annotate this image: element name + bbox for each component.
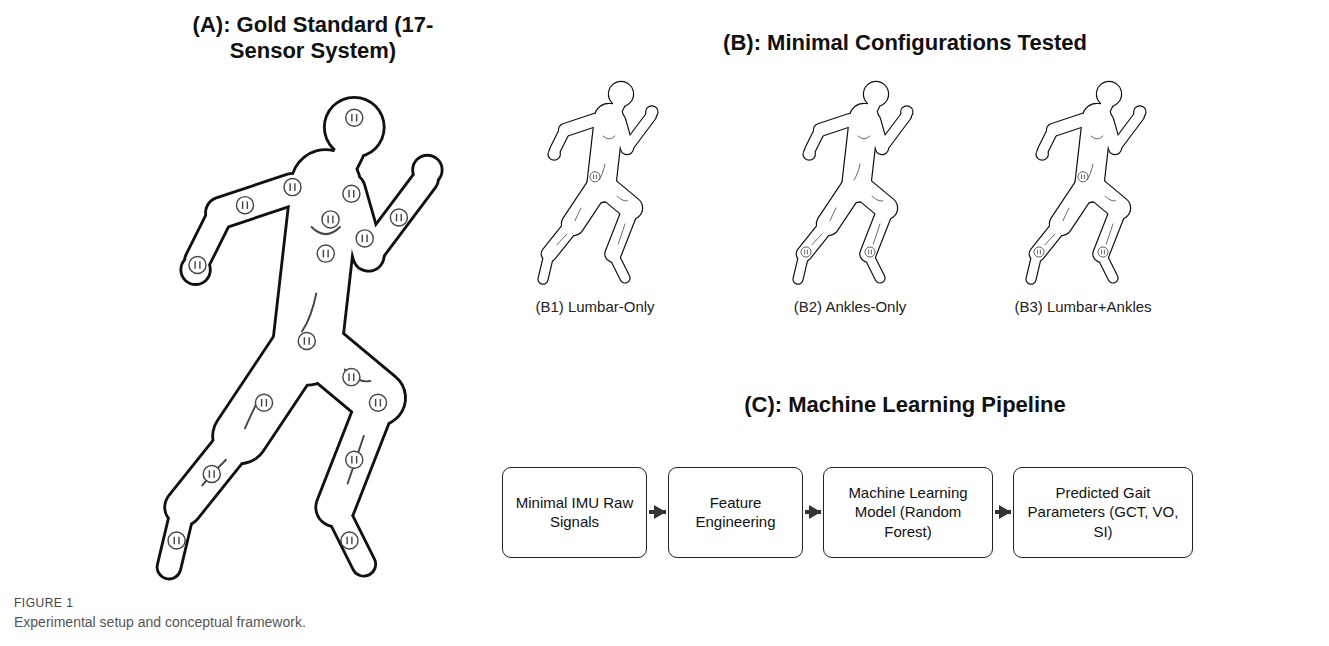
configuration-label: (B3) Lumbar+Ankles: [983, 298, 1183, 316]
step-text: Feature Engineering: [677, 493, 794, 532]
flow-arrow: [649, 510, 666, 514]
flow-arrow: [805, 510, 821, 514]
section-heading: (A): Gold Standard (17-Sensor System): [183, 12, 443, 65]
process-box: Predicted Gait Parameters (GCT, VO, SI): [1013, 467, 1193, 558]
lumbar-runner: [543, 81, 659, 279]
configuration-label: (B2) Ankles-Only: [750, 298, 950, 316]
step-text: Predicted Gait Parameters (GCT, VO, SI): [1022, 483, 1184, 542]
process-box: Minimal IMU Raw Signals: [502, 467, 647, 558]
figure-number: FIGURE 1: [14, 596, 214, 610]
full-body-runner: [168, 96, 444, 567]
step-text: Machine Learning Model (Random Forest): [832, 483, 984, 542]
process-box: Feature Engineering: [668, 467, 803, 558]
section-heading: (B): Minimal Configurations Tested: [670, 30, 1140, 56]
section-heading: (C): Machine Learning Pipeline: [685, 392, 1125, 418]
lumbar-ankles-runner: [1031, 81, 1147, 279]
ankles-runner: [798, 81, 914, 279]
step-text: Minimal IMU Raw Signals: [511, 493, 638, 532]
flow-arrow: [995, 510, 1011, 514]
figure-caption: Experimental setup and conceptual framew…: [14, 614, 306, 630]
configuration-label: (B1) Lumbar-Only: [495, 298, 695, 316]
process-box: Machine Learning Model (Random Forest): [823, 467, 993, 558]
